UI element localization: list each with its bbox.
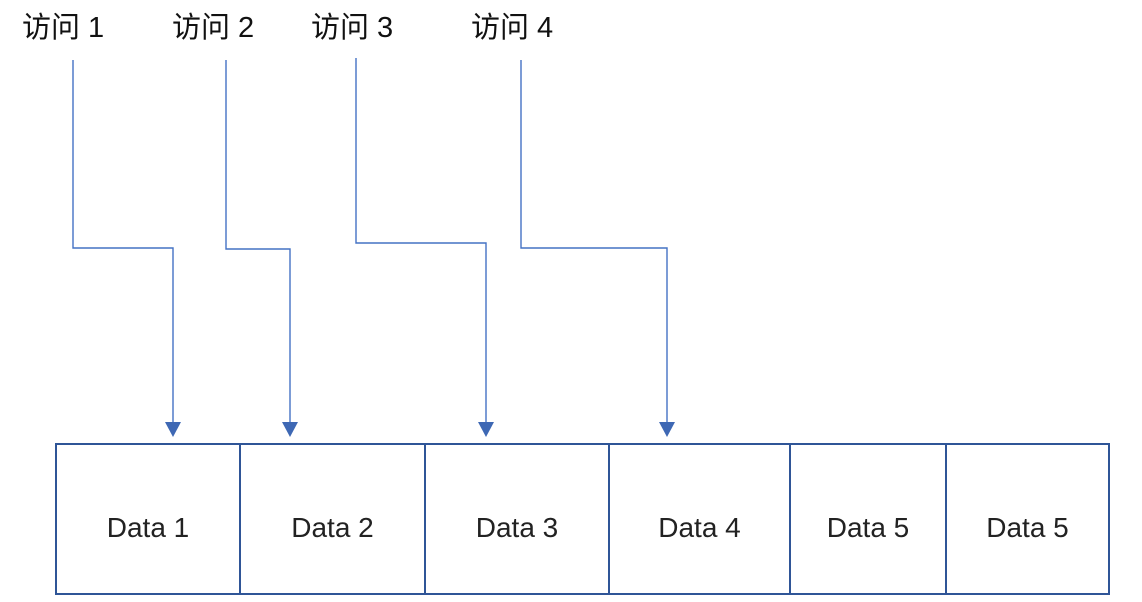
connector-4-line [520,60,668,422]
connector-2-arrowhead-icon [282,422,298,437]
data-cell-5: Data 5 [791,445,947,593]
access-label-4: 访问 4 [471,12,554,44]
data-cell-4: Data 4 [610,445,791,593]
data-cell-3: Data 3 [426,445,610,593]
data-cell-2: Data 2 [241,445,426,593]
connector-1-arrowhead-icon [165,422,181,437]
data-block-array: Data 1 Data 2 Data 3 Data 4 Data 5 Data … [55,443,1110,595]
access-label-1: 访问 1 [22,12,105,44]
data-cell-6: Data 5 [986,512,1069,543]
connector-2-line [225,60,291,422]
connector-1-line [72,60,174,422]
access-label-3: 访问 3 [311,12,394,44]
connector-3-arrowhead-icon [478,422,494,437]
access-label-2: 访问 2 [172,12,255,44]
connector-4-arrowhead-icon [659,422,675,437]
connector-3-line [355,58,487,422]
data-cell-1: Data 1 [57,445,241,593]
